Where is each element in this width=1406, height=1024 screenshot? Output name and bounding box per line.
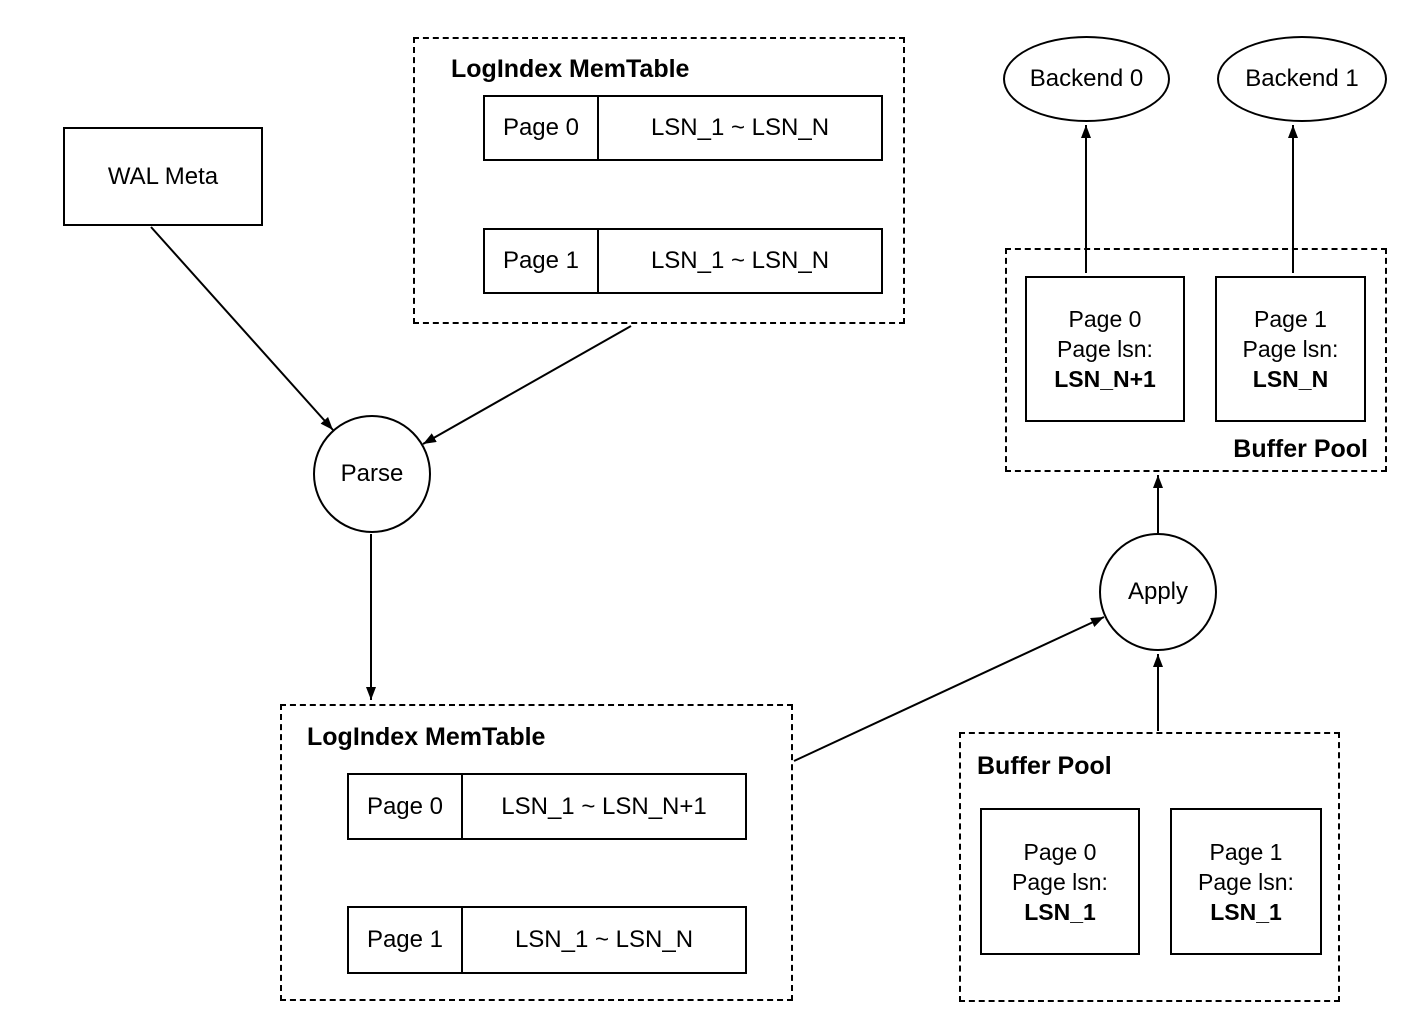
backend-0: Backend 0 [1003, 36, 1170, 122]
buffer-pool-bottom-page-1-name: Page 1 [1209, 838, 1283, 865]
memtable-top-title: LogIndex MemTable [451, 55, 690, 83]
buffer-pool-top-page-0: Page 0 Page lsn: LSN_N+1 [1025, 276, 1185, 422]
arrow-walmeta-to-parse [150, 226, 334, 431]
backend-1-label: Backend 1 [1245, 65, 1359, 92]
memtable-top-row-1-range: LSN_1 ~ LSN_N [597, 228, 883, 294]
backend-1: Backend 1 [1217, 36, 1387, 122]
buffer-pool-top-page-0-name: Page 0 [1068, 306, 1142, 332]
buffer-pool-bottom-page-0-name: Page 0 [1023, 838, 1097, 865]
buffer-pool-bottom-page-1-lsn: LSN_1 [1210, 898, 1282, 925]
buffer-pool-bottom: Buffer Pool Page 0 Page lsn: LSN_1 Page … [959, 732, 1340, 1002]
buffer-pool-top: Page 0 Page lsn: LSN_N+1 Page 1 Page lsn… [1005, 248, 1387, 472]
buffer-pool-bottom-title: Buffer Pool [977, 752, 1112, 780]
buffer-pool-bottom-page-1: Page 1 Page lsn: LSN_1 [1170, 808, 1322, 955]
memtable-top-row-1-page: Page 1 [483, 228, 599, 294]
logindex-memtable-bottom: LogIndex MemTable Page 0 LSN_1 ~ LSN_N+1… [280, 704, 793, 1001]
memtable-bottom-row-1-page: Page 1 [347, 906, 463, 974]
logindex-memtable-top: LogIndex MemTable Page 0 LSN_1 ~ LSN_N P… [413, 37, 905, 324]
buffer-pool-bottom-page-0: Page 0 Page lsn: LSN_1 [980, 808, 1140, 955]
buffer-pool-top-page-1-lsn-label: Page lsn: [1242, 336, 1339, 362]
memtable-bottom-row-1-range: LSN_1 ~ LSN_N [461, 906, 747, 974]
memtable-bottom-row-1: Page 1 LSN_1 ~ LSN_N [347, 906, 747, 974]
backend-0-label: Backend 0 [1029, 65, 1144, 92]
memtable-bottom-row-0: Page 0 LSN_1 ~ LSN_N+1 [347, 773, 747, 840]
memtable-top-row-0: Page 0 LSN_1 ~ LSN_N [483, 95, 883, 161]
wal-meta-label: WAL Meta [107, 162, 219, 190]
buffer-pool-bottom-page-0-lsn-label: Page lsn: [1012, 868, 1108, 895]
parse-label: Parse [340, 460, 404, 487]
buffer-pool-top-title: Buffer Pool [1233, 435, 1368, 463]
memtable-top-row-0-range: LSN_1 ~ LSN_N [597, 95, 883, 161]
apply-node: Apply [1099, 533, 1217, 651]
memtable-bottom-title: LogIndex MemTable [307, 723, 546, 751]
buffer-pool-top-page-1: Page 1 Page lsn: LSN_N [1215, 276, 1366, 422]
parse-node: Parse [313, 415, 431, 533]
buffer-pool-top-page-1-name: Page 1 [1254, 306, 1327, 332]
memtable-top-row-0-page: Page 0 [483, 95, 599, 161]
wal-meta-node: WAL Meta [63, 127, 263, 226]
buffer-pool-top-page-0-lsn: LSN_N+1 [1054, 366, 1156, 392]
buffer-pool-top-page-0-lsn-label: Page lsn: [1057, 336, 1153, 362]
buffer-pool-bottom-page-0-lsn: LSN_1 [1024, 898, 1096, 925]
memtable-bottom-row-0-page: Page 0 [347, 773, 463, 840]
memtable-top-row-1: Page 1 LSN_1 ~ LSN_N [483, 228, 883, 294]
buffer-pool-top-page-1-lsn: LSN_N [1252, 366, 1329, 392]
memtable-bottom-row-0-range: LSN_1 ~ LSN_N+1 [461, 773, 747, 840]
apply-label: Apply [1127, 578, 1189, 605]
buffer-pool-bottom-page-1-lsn-label: Page lsn: [1198, 868, 1294, 895]
arrow-memtabletop-to-parse [422, 325, 632, 445]
